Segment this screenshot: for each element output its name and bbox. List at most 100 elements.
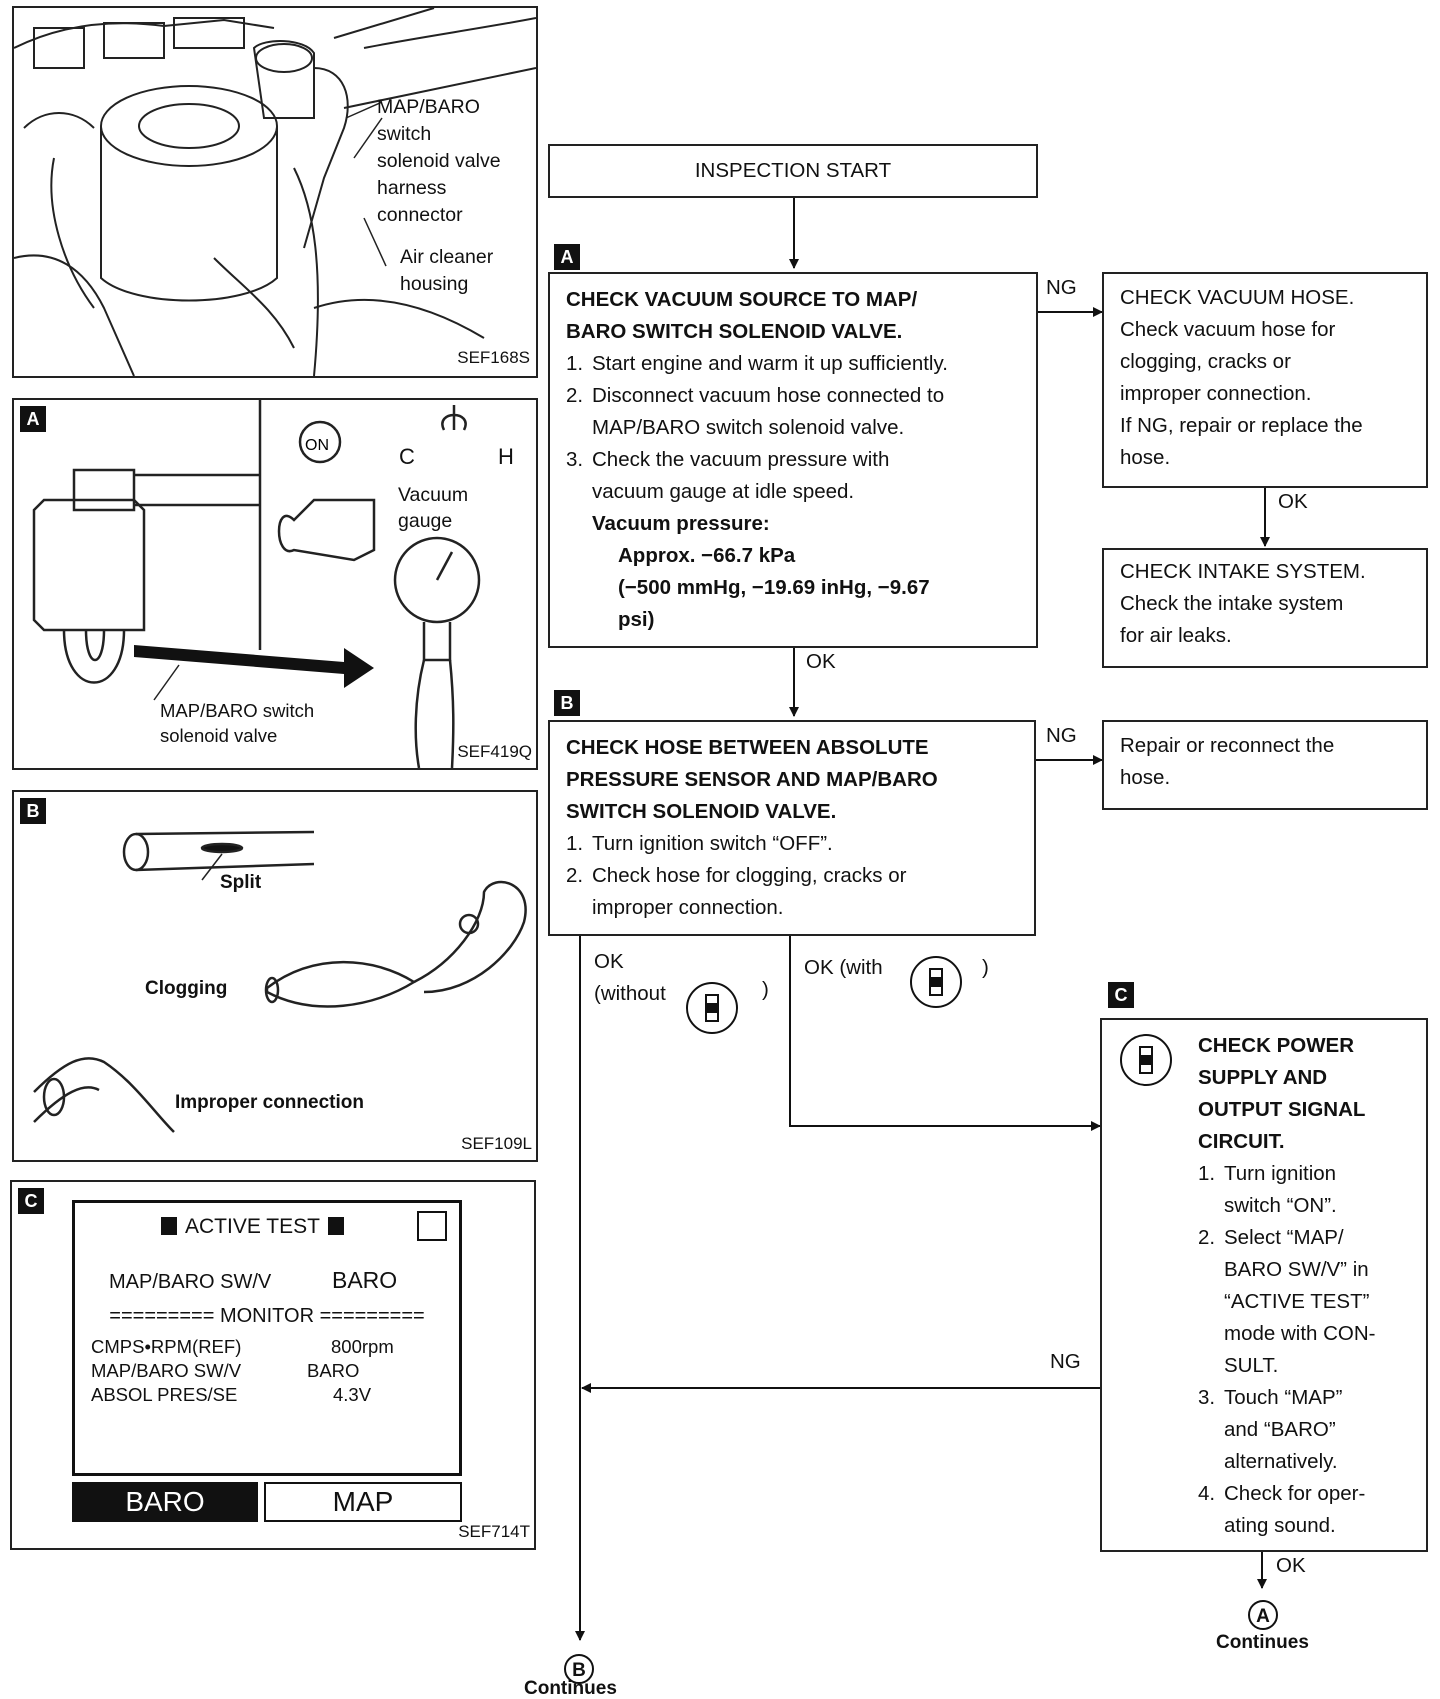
item-number: 3. (1198, 1386, 1216, 1409)
c-label: C (399, 444, 415, 469)
ok-text: OK (594, 950, 624, 973)
item-text: “ACTIVE TEST” (1224, 1290, 1370, 1313)
spec-title: Vacuum pressure: (592, 512, 770, 535)
close-paren: ) (982, 956, 989, 979)
ok-label: OK (806, 650, 836, 673)
spec-line: Approx. −66.7 kPa (618, 544, 796, 567)
arrow-b-ok-with (789, 936, 1101, 1131)
step-b-tag: B (554, 690, 580, 716)
square-icon (327, 1217, 344, 1235)
gauge-label-line: gauge (398, 510, 453, 532)
on-label: ON (305, 437, 329, 454)
continues-label: Continues (1216, 1632, 1309, 1653)
row-label: MAP/BARO SW/V (109, 1271, 272, 1293)
spec-line: (−500 mmHg, −19.69 inHg, −9.67 (618, 576, 930, 599)
callout-line: connector (377, 204, 463, 226)
item-text: Turn ignition (1224, 1162, 1337, 1185)
valve-label: MAP/BARO switch solenoid valve (160, 698, 314, 748)
consult-device-shape (1139, 1046, 1153, 1074)
item-number: 1. (566, 832, 584, 855)
item-text: Start engine and warm it up sufficiently… (592, 352, 948, 375)
without-text: (without (594, 982, 666, 1005)
consult-icon (686, 982, 738, 1034)
step-a-title: BARO SWITCH SOLENOID VALVE. (566, 320, 903, 343)
spec-line: psi) (618, 608, 655, 631)
active-test-title: ACTIVE TEST (161, 1215, 344, 1239)
step-c-title: CHECK POWER (1198, 1034, 1355, 1057)
consult-device-shape (705, 994, 719, 1022)
monitor-value: 800rpm (331, 1336, 394, 1357)
checkbox-icon[interactable] (417, 1211, 447, 1241)
item-text: Check the vacuum pressure with (592, 448, 890, 471)
monitor-value: 4.3V (333, 1384, 372, 1405)
improper-connection-label: Improper connection (175, 1092, 364, 1113)
figure-code: SEF109L (461, 1134, 532, 1153)
monitor-label: MAP/BARO SW/V (91, 1360, 242, 1381)
box-line: CHECK VACUUM HOSE. (1120, 286, 1355, 309)
box-line: improper connection. (1120, 382, 1312, 405)
square-icon (161, 1217, 177, 1235)
step-b-title: PRESSURE SENSOR AND MAP/BARO (566, 768, 938, 791)
item-text: and “BARO” (1224, 1418, 1336, 1441)
step-b-title: SWITCH SOLENOID VALVE. (566, 800, 837, 823)
callout-line: Air cleaner (400, 246, 494, 268)
ok-label: OK (1278, 490, 1308, 513)
item-text: SULT. (1224, 1354, 1279, 1377)
monitor-label: ABSOL PRES/SE (91, 1384, 238, 1405)
consult-icon (1120, 1034, 1172, 1086)
gauge-label-line: Vacuum (398, 484, 469, 506)
callout-line: housing (400, 273, 469, 295)
box-line: Repair or reconnect the (1120, 734, 1335, 757)
monitor-value: BARO (307, 1360, 360, 1381)
list-item: 1. Start engine and warm it up sufficient… (566, 348, 1036, 380)
step-b-title: CHECK HOSE BETWEEN ABSOLUTE (566, 736, 929, 759)
monitor-labels: CMPS•RPM(REF) MAP/BARO SW/V ABSOL PRES/S… (91, 1335, 241, 1407)
step-b-box: CHECK HOSE BETWEEN ABSOLUTE PRESSURE SEN… (548, 720, 1036, 936)
list-item: 4.Check for oper-ating sound. (1198, 1478, 1426, 1542)
callout-line: solenoid valve (377, 150, 501, 172)
callout-line: harness (377, 177, 447, 199)
item-number: 1. (566, 352, 584, 375)
inspection-start-text: INSPECTION START (694, 159, 892, 182)
item-number: 2. (566, 384, 584, 407)
figure-code: SEF168S (457, 348, 530, 367)
item-text: Touch “MAP” (1224, 1386, 1343, 1409)
step-c-tag: C (1108, 982, 1134, 1008)
ng-label: NG (1046, 276, 1077, 299)
ng-label: NG (1050, 1350, 1081, 1373)
repair-hose-box: Repair or reconnect the hose. (1102, 720, 1428, 810)
callout-line: switch (377, 123, 432, 145)
figure-tag: B (20, 798, 46, 824)
item-number: 4. (1198, 1482, 1216, 1505)
figure-code: SEF714T (458, 1522, 530, 1541)
step-a-tag: A (554, 244, 580, 270)
vacuum-gauge-illustration: ON (32, 400, 481, 768)
figure-engine-bay: MAP/BARO switch solenoid valve harness c… (12, 6, 538, 378)
continues-label: Continues (524, 1678, 617, 1699)
item-text: BARO SW/V” in (1224, 1258, 1369, 1281)
box-line: If NG, repair or replace the (1120, 414, 1363, 437)
item-text: Disconnect vacuum hose connected to (592, 384, 945, 407)
consult-icon (910, 956, 962, 1008)
baro-button[interactable]: BARO (72, 1482, 258, 1522)
monitor-values: 800rpm BARO 4.3V (307, 1335, 394, 1407)
step-a-box: CHECK VACUUM SOURCE TO MAP/ BARO SWITCH … (548, 272, 1038, 648)
item-text: Select “MAP/ (1224, 1226, 1344, 1249)
check-intake-system-box: CHECK INTAKE SYSTEM. Check the intake sy… (1102, 548, 1428, 668)
figure-tag: C (18, 1188, 44, 1214)
figure-c-consult-screen: C ACTIVE TEST MAP/BARO SW/V BARO =======… (10, 1180, 536, 1550)
map-button[interactable]: MAP (264, 1482, 462, 1522)
list-item: 1. Turn ignition switch “OFF”. (566, 828, 1034, 860)
ng-label: NG (1046, 724, 1077, 747)
ok-without-label: OK (without (594, 946, 666, 1010)
item-text: mode with CON- (1224, 1322, 1376, 1345)
item-text: Turn ignition switch “OFF”. (592, 832, 833, 855)
gauge-label: Vacuum gauge (398, 482, 468, 534)
box-line: clogging, cracks or (1120, 350, 1291, 373)
item-number: 2. (1198, 1226, 1216, 1249)
